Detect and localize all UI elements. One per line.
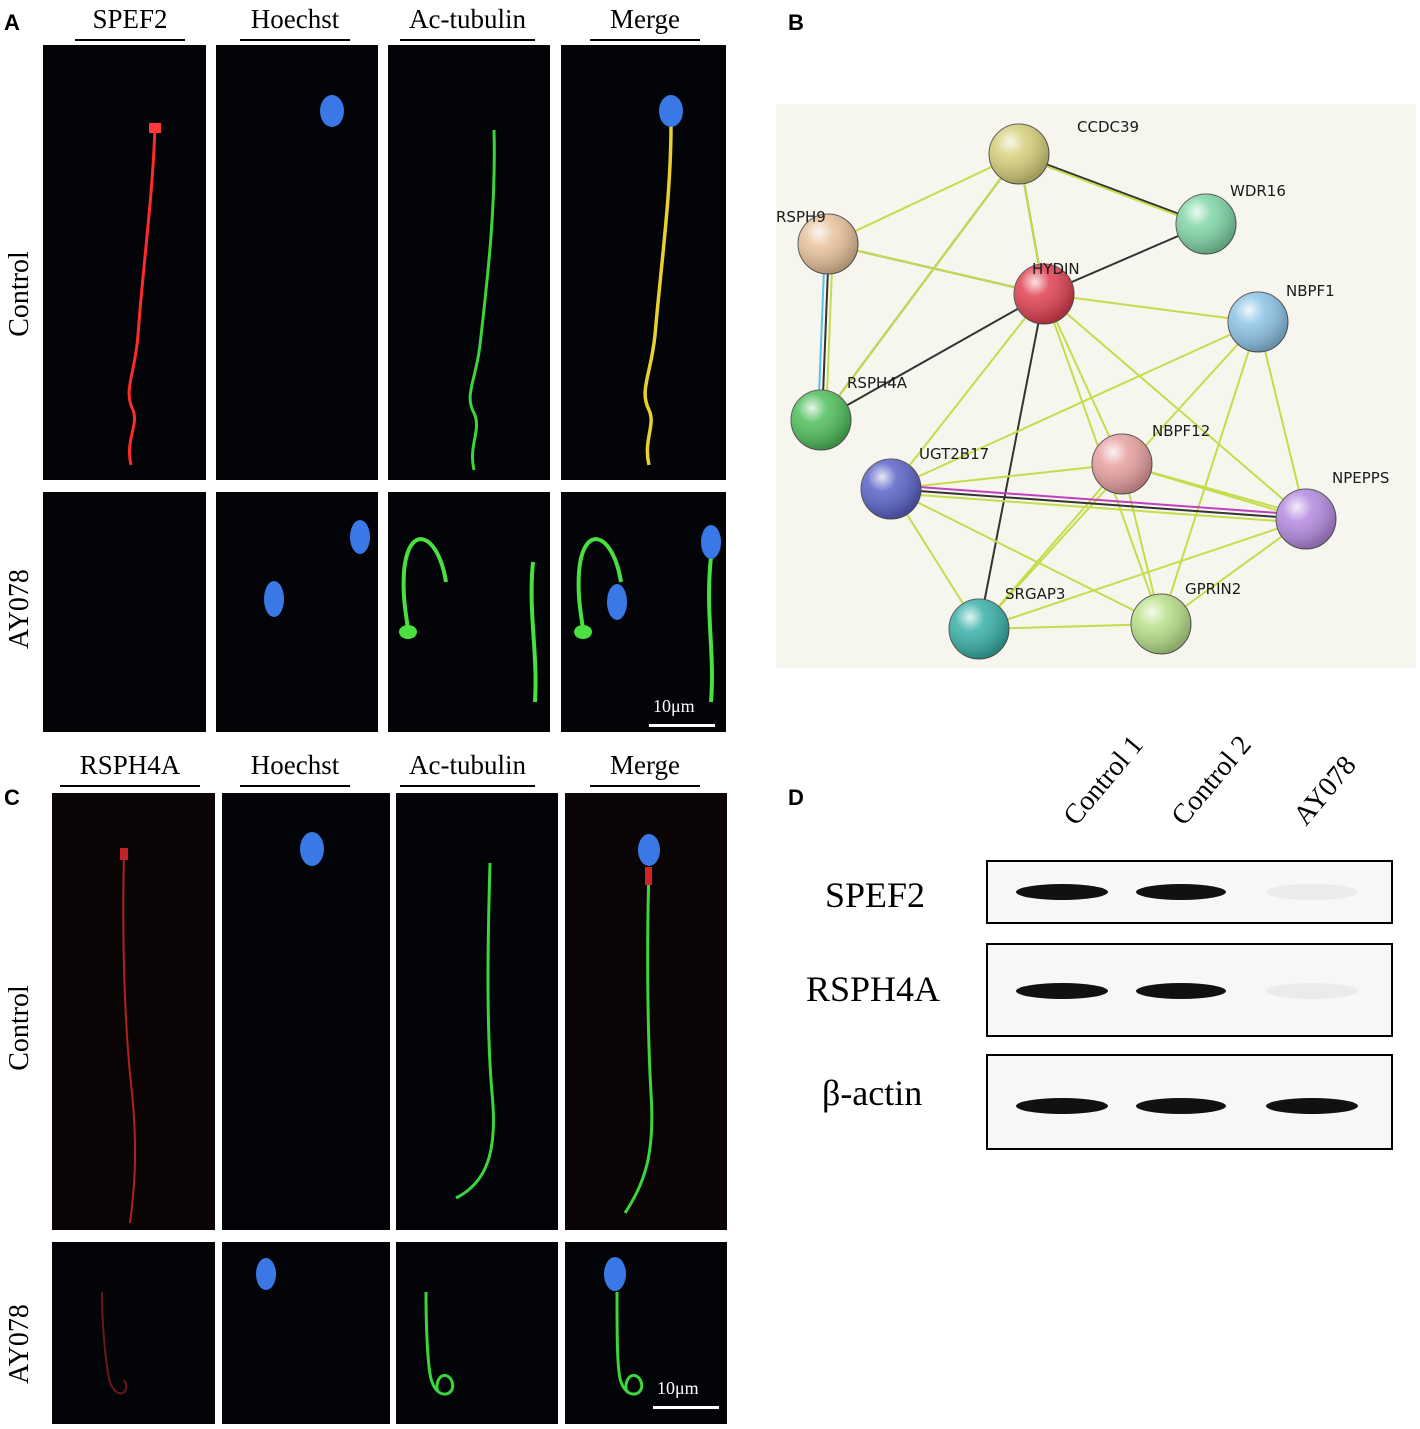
network-node-label: SRGAP3 <box>1005 585 1065 603</box>
row-label-control-c: Control <box>4 985 35 1071</box>
image-hoechst-control <box>216 45 378 480</box>
protein-label-rsph4a: RSPH4A <box>806 969 941 1009</box>
network-node-npepps: NPEPPS <box>1275 469 1389 550</box>
image-merge-ay078: 10μm <box>561 492 726 732</box>
protein-label-beta-actin: β-actin <box>822 1073 923 1113</box>
panel-letter-b: B <box>788 10 804 35</box>
network-node-label: UGT2B17 <box>919 445 989 463</box>
band-2-1 <box>1136 1098 1226 1114</box>
network-node-label: HYDIN <box>1032 260 1080 278</box>
image-merge-ay078-c: 10μm <box>565 1242 727 1424</box>
network-node-label: GPRIN2 <box>1185 580 1241 598</box>
image-rsph4a-ay078 <box>52 1242 215 1424</box>
band-1-1 <box>1136 983 1226 999</box>
column-label-ac-tubulin-c: Ac-tubulin <box>400 750 535 787</box>
panel-letter-a: A <box>4 10 20 35</box>
band-1-2 <box>1266 983 1358 999</box>
blot-spef2 <box>986 860 1393 924</box>
network-node-label: RSPH9 <box>776 208 826 226</box>
blot-beta-actin <box>986 1054 1393 1150</box>
band-2-0 <box>1016 1098 1108 1114</box>
network-node-srgap3: SRGAP3 <box>948 585 1065 660</box>
image-hoechst-ay078-c <box>222 1242 390 1424</box>
row-label-ay078: AY078 <box>4 569 35 649</box>
image-actubulin-control-c <box>396 793 558 1230</box>
image-spef2-ay078 <box>43 492 206 732</box>
lane-label-control-1: Control 1 <box>1057 729 1150 832</box>
column-label-rsph4a: RSPH4A <box>60 750 200 787</box>
network-node-ugt2b17: UGT2B17 <box>860 445 989 520</box>
row-label-ay078-c: AY078 <box>4 1304 35 1384</box>
lane-label-ay078: AY078 <box>1287 750 1363 832</box>
column-label-hoechst-c: Hoechst <box>240 750 350 787</box>
band-0-0 <box>1016 884 1108 900</box>
column-label-ac-tubulin: Ac-tubulin <box>400 4 535 41</box>
network-node-label: NBPF12 <box>1152 422 1210 440</box>
network-node-label: RSPH4A <box>847 374 908 392</box>
row-label-control: Control <box>4 251 35 337</box>
scale-bar-c <box>653 1406 719 1409</box>
protein-label-spef2: SPEF2 <box>825 875 926 915</box>
image-hoechst-control-c <box>222 793 390 1230</box>
scale-bar-label-a: 10μm <box>653 696 695 716</box>
network-node-nbpf12: NBPF12 <box>1091 422 1210 495</box>
scale-bar-label-c: 10μm <box>657 1378 699 1398</box>
column-label-spef2: SPEF2 <box>75 4 185 41</box>
network-node-label: NBPF1 <box>1286 282 1335 300</box>
column-label-merge-c: Merge <box>590 750 700 787</box>
column-label-hoechst: Hoechst <box>240 4 350 41</box>
network-node-label: NPEPPS <box>1332 469 1389 487</box>
band-0-2 <box>1266 884 1358 900</box>
network-node-label: WDR16 <box>1230 182 1286 200</box>
blot-rsph4a <box>986 943 1393 1037</box>
network-node-label: CCDC39 <box>1077 118 1139 136</box>
scale-bar-a <box>649 724 715 727</box>
image-merge-control-c <box>565 793 727 1230</box>
band-1-0 <box>1016 983 1108 999</box>
network-node-rsph9: RSPH9 <box>776 208 859 275</box>
network-node-ccdc39: CCDC39 <box>988 118 1139 185</box>
network-node-hydin: HYDIN <box>1013 260 1080 325</box>
column-label-merge: Merge <box>590 4 700 41</box>
network-node-rsph4a: RSPH4A <box>790 374 908 451</box>
image-actubulin-ay078 <box>388 492 550 732</box>
network-node-nbpf1: NBPF1 <box>1227 282 1335 353</box>
image-hoechst-ay078 <box>216 492 378 732</box>
image-actubulin-ay078-c <box>396 1242 558 1424</box>
panel-letter-d: D <box>788 785 804 810</box>
band-0-1 <box>1136 884 1226 900</box>
image-rsph4a-control <box>52 793 215 1230</box>
network-node-wdr16: WDR16 <box>1175 182 1286 255</box>
panel-letter-c: C <box>4 785 20 810</box>
image-merge-control <box>561 45 726 480</box>
band-2-2 <box>1266 1098 1358 1114</box>
lane-label-control-2: Control 2 <box>1165 729 1258 832</box>
image-spef2-control <box>43 45 206 480</box>
network-node-gprin2: GPRIN2 <box>1130 580 1241 655</box>
image-actubulin-control <box>388 45 550 480</box>
